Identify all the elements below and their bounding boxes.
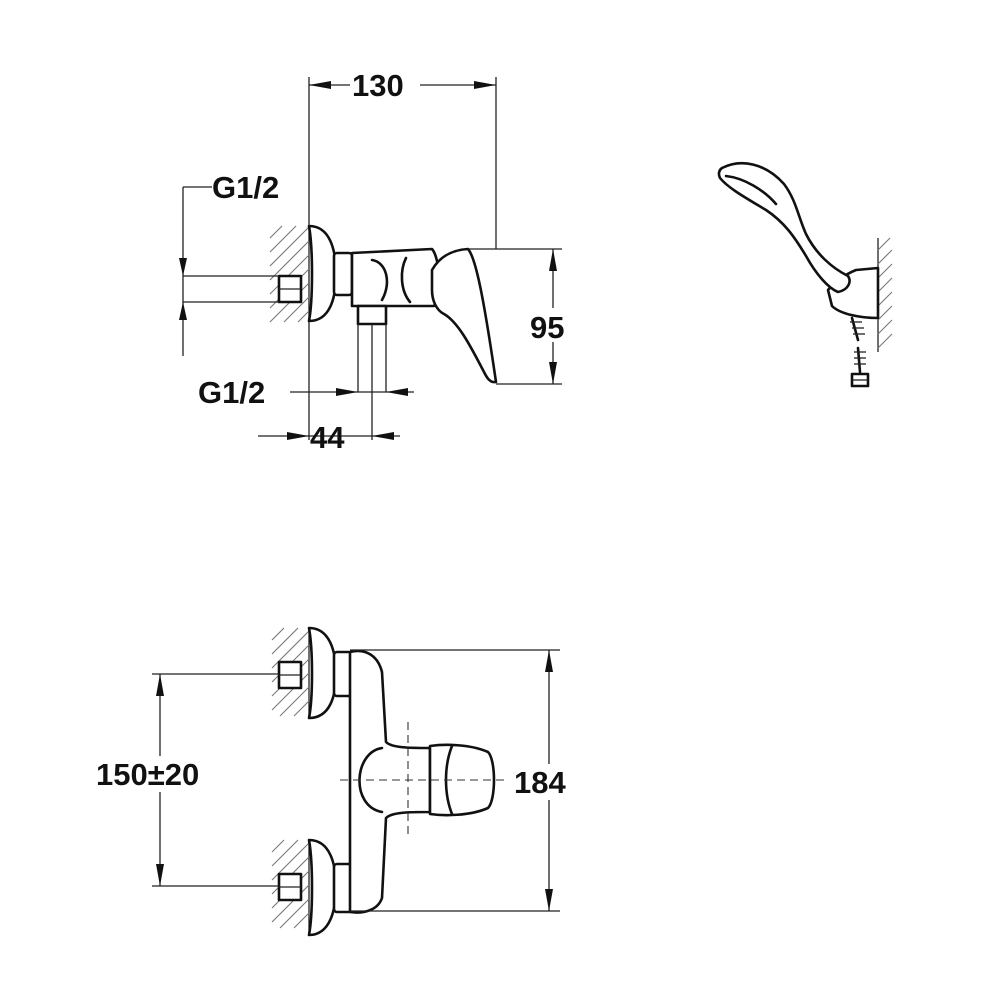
front-view: 150±20 184 bbox=[94, 626, 584, 937]
side-width-label: 130 bbox=[352, 68, 404, 103]
side-view-wall-hatch bbox=[269, 225, 310, 323]
front-upper-wall-hatch bbox=[271, 627, 310, 718]
side-escutcheon bbox=[307, 224, 338, 323]
front-upper-escutcheon bbox=[307, 626, 338, 720]
side-height-label: 95 bbox=[530, 310, 564, 345]
hand-shower bbox=[717, 161, 893, 388]
front-valve-body bbox=[348, 649, 432, 914]
front-spacing-label: 150±20 bbox=[96, 757, 199, 792]
side-lever-handle bbox=[430, 247, 498, 384]
side-depth-label: 44 bbox=[310, 420, 345, 455]
front-lower-escutcheon bbox=[307, 838, 338, 937]
side-inlet-label: G1/2 bbox=[212, 170, 279, 205]
side-valve-body bbox=[350, 247, 441, 308]
side-nut bbox=[332, 251, 354, 297]
side-outlet-spigot bbox=[356, 304, 388, 326]
side-view: G1/2 130 95 G1/2 44 bbox=[179, 66, 578, 455]
side-outlet-label: G1/2 bbox=[198, 375, 265, 410]
hand-shower-wall-hatch bbox=[877, 237, 893, 352]
shower-head bbox=[717, 161, 851, 294]
front-height-label: 184 bbox=[514, 765, 566, 800]
